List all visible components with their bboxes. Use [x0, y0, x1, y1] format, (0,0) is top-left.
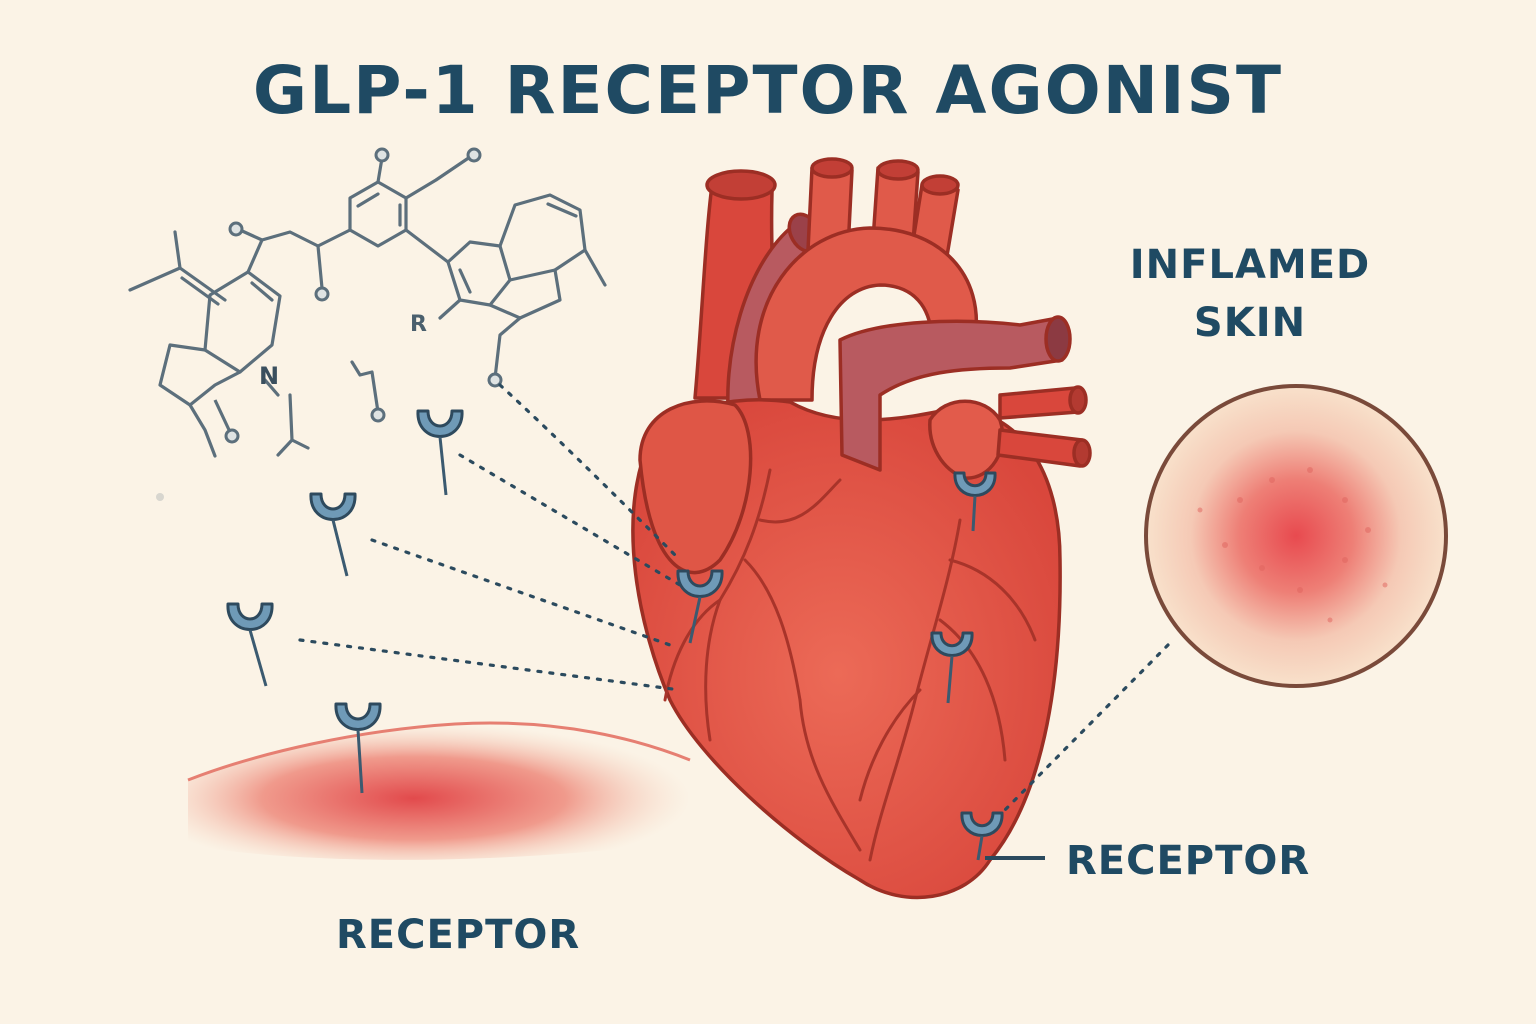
- skin-surface: [187, 721, 691, 860]
- receptor-icon: [334, 702, 382, 794]
- inflamed-skin-label-line: INFLAMED: [1129, 242, 1371, 288]
- receptor-icon: [676, 569, 724, 644]
- receptor-icon: [953, 471, 997, 532]
- page-title: GLP-1 RECEPTOR AGONIST: [252, 52, 1284, 129]
- receptor-icon: [309, 492, 357, 577]
- receptor-label-right: RECEPTOR: [1066, 838, 1311, 884]
- heart: [631, 157, 1092, 900]
- inflamed-skin-inset: [1144, 384, 1448, 688]
- receptors: [226, 409, 1004, 861]
- aorta: [754, 226, 979, 402]
- inflamed-skin-label: INFLAMED SKIN: [1090, 236, 1410, 352]
- molecule-atoms: [224, 147, 503, 444]
- molecule-nitrogen-label: N: [259, 362, 280, 390]
- receptor-label-left: RECEPTOR: [336, 912, 581, 958]
- receptor-icon: [960, 811, 1004, 861]
- inflamed-skin-label-line: SKIN: [1193, 300, 1307, 346]
- receptor-icon: [226, 602, 274, 687]
- receptor-icon: [930, 631, 974, 704]
- connector-lines: [298, 383, 1170, 817]
- molecule-r-group-label: R: [410, 312, 427, 337]
- molecule-structure: [128, 156, 607, 458]
- receptor-icon: [416, 409, 464, 496]
- coronary-vessels: [663, 468, 1037, 862]
